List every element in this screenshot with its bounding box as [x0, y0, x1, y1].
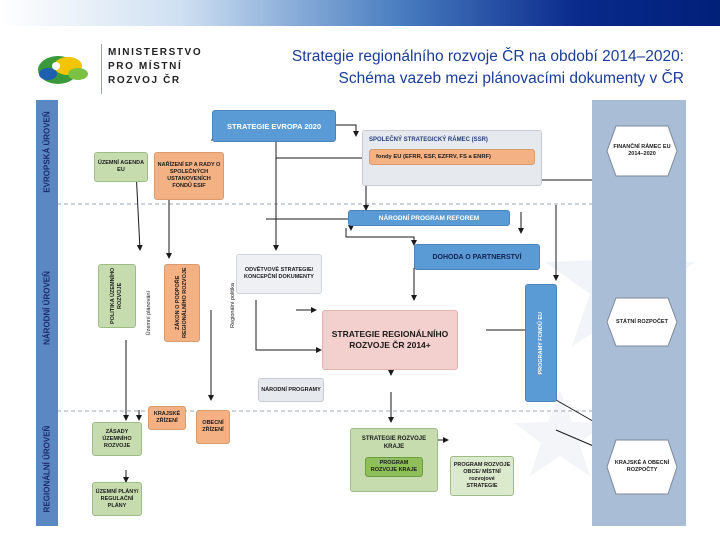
node-narodni-program-reforem: NÁRODNÍ PROGRAM REFOREM — [348, 210, 510, 226]
diagram-connectors — [36, 124, 686, 483]
title-line-2: Schéma vazeb mezi plánovacími dokumenty … — [338, 70, 684, 87]
node-zakon-label: ZÁKON O PODPOŘE REGIONÁLNÍHO ROZVOJE — [175, 267, 188, 339]
node-srr: STRATEGIE REGIONÁLNÍHO ROZVOJE ČR 2014+ — [322, 310, 458, 370]
uzemni-planovani-text: Územní plánování — [145, 290, 152, 336]
logo-separator — [101, 44, 102, 94]
node-ssr-group: SPOLEČNÝ STRATEGICKÝ RÁMEC (SSR) fondy E… — [362, 130, 542, 186]
planning-documents-diagram: EVROPSKÁ ÚROVEŇ NÁRODNÍ ÚROVEŇ REGIONÁLN… — [36, 100, 686, 526]
node-strategie-kraje: STRATEGIE ROZVOJE KRAJE — [361, 436, 427, 450]
node-narodni-programy: NÁRODNÍ PROGRAMY — [258, 378, 324, 402]
node-strategie-evropa: STRATEGIE EVROPA 2020 — [212, 110, 336, 142]
node-narizeni: NAŘÍZENÍ EP A RADY O SPOLEČNÝCH USTANOVE… — [154, 152, 224, 200]
national-level-label: NÁRODNÍ ÚROVEŇ — [42, 270, 52, 345]
node-financni-ramec: FINANČNÍ RÁMEC EU 2014–2020 — [606, 124, 678, 178]
node-krajske-obecni-label: KRAJSKÉ A OBECNÍ ROZPOČTY — [614, 460, 670, 473]
node-program-obce: PROGRAM ROZVOJE OBCE/ MÍSTNÍ rozvojové S… — [450, 456, 514, 496]
uzemni-planovani-label: Územní plánování — [142, 280, 156, 346]
node-statni-rozpocet-label: STÁTNÍ ROZPOČET — [616, 318, 668, 325]
node-fondy: fondy EU (EFRR, ESF, EZFRV, FS a ENRF) — [369, 149, 535, 165]
node-statni-rozpocet: STÁTNÍ ROZPOČET — [606, 296, 678, 348]
national-level-band: NÁRODNÍ ÚROVEŇ — [36, 204, 58, 411]
node-obecni-zrizeni: OBECNÍ ZŘÍZENÍ — [196, 410, 230, 444]
slide-title: Strategie regionálního rozvoje ČR na obd… — [214, 46, 684, 90]
ministry-line-2: PRO MÍSTNÍ — [108, 61, 183, 72]
node-programy-label: PROGRAMY FONDŮ EU — [537, 311, 544, 375]
node-zakon: ZÁKON O PODPOŘE REGIONÁLNÍHO ROZVOJE — [164, 264, 200, 342]
title-line-1: Strategie regionálního rozvoje ČR na obd… — [291, 48, 684, 65]
node-uzemni-plany: ÚZEMNÍ PLÁNY/ REGULAČNÍ PLÁNY — [92, 482, 142, 516]
ministry-line-3: ROZVOJ ČR — [108, 75, 181, 86]
eu-level-label: EVROPSKÁ ÚROVEŇ — [42, 111, 52, 193]
node-politika-uzemniho-rozvoje: POLITIKA ÚZEMNÍHO ROZVOJE — [98, 264, 136, 328]
node-ssr-label: SPOLEČNÝ STRATEGICKÝ RÁMEC (SSR) — [369, 137, 488, 143]
regional-level-label: REGIONÁLNÍ ÚROVEŇ — [42, 425, 52, 512]
regional-level-band: REGIONÁLNÍ ÚROVEŇ — [36, 411, 58, 526]
top-gradient-bar — [0, 0, 720, 26]
node-zasady: ZÁSADY ÚZEMNÍHO ROZVOJE — [92, 422, 142, 456]
ministry-line-1: MINISTERSTVO — [108, 47, 203, 58]
node-strategie-kraje-group: STRATEGIE ROZVOJE KRAJE PROGRAM ROZVOJE … — [350, 428, 438, 492]
node-financni-ramec-label: FINANČNÍ RÁMEC EU 2014–2020 — [613, 144, 671, 157]
node-krajske-obecni-rozpocty: KRAJSKÉ A OBECNÍ ROZPOČTY — [606, 438, 678, 496]
node-program-kraje: PROGRAM ROZVOJE KRAJE — [365, 457, 423, 477]
node-krajske-zrizeni: KRAJSKÉ ZŘÍZENÍ — [148, 406, 186, 430]
node-politika-label: POLITIKA ÚZEMNÍHO ROZVOJE — [110, 267, 123, 325]
node-dohoda: DOHODA O PARTNERSTVÍ — [414, 244, 540, 270]
node-uzemni-agenda: ÚZEMNÍ AGENDA EU — [94, 152, 148, 182]
eu-level-band: EVROPSKÁ ÚROVEŇ — [36, 100, 58, 204]
node-odvetvove: ODVĚTVOVÉ STRATEGIE/ KONCEPČNÍ DOKUMENTY — [236, 254, 322, 294]
node-programy-fondu: PROGRAMY FONDŮ EU — [525, 284, 557, 402]
ministry-logo — [38, 56, 88, 84]
ministry-name: MINISTERSTVO PRO MÍSTNÍ ROZVOJ ČR — [108, 46, 202, 88]
